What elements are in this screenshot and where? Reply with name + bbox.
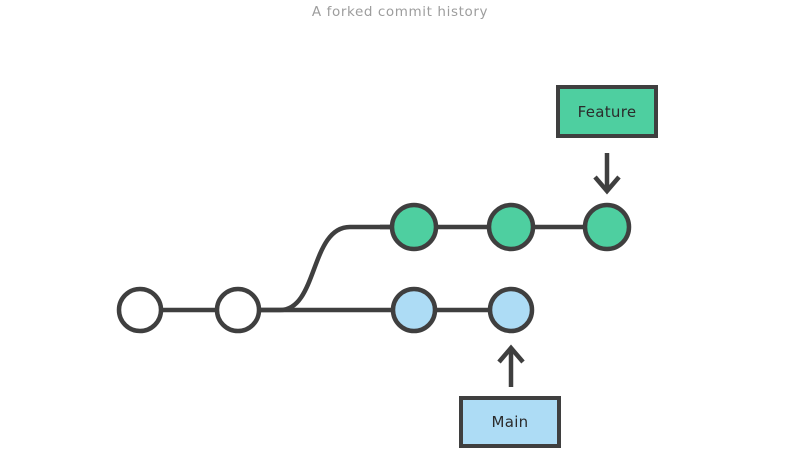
commit-node-main-2[interactable] [487, 286, 535, 334]
arrow-up-icon [497, 344, 525, 387]
feature-branch-fork-curve [249, 224, 417, 313]
commit-node-base-1[interactable] [116, 286, 164, 334]
page-title: A forked commit history [311, 4, 489, 20]
arrow-down-icon [593, 153, 621, 195]
commit-node-feature-2[interactable] [486, 202, 536, 252]
feature-branch-label[interactable]: Feature [556, 85, 658, 138]
commit-node-base-2[interactable] [214, 286, 262, 334]
main-branch-label[interactable]: Main [459, 396, 561, 448]
commit-node-main-1[interactable] [390, 286, 438, 334]
main-branch-label-text: Main [491, 413, 529, 431]
commit-node-feature-1[interactable] [389, 202, 439, 252]
commit-node-feature-3[interactable] [582, 202, 632, 252]
feature-branch-label-text: Feature [577, 102, 637, 121]
